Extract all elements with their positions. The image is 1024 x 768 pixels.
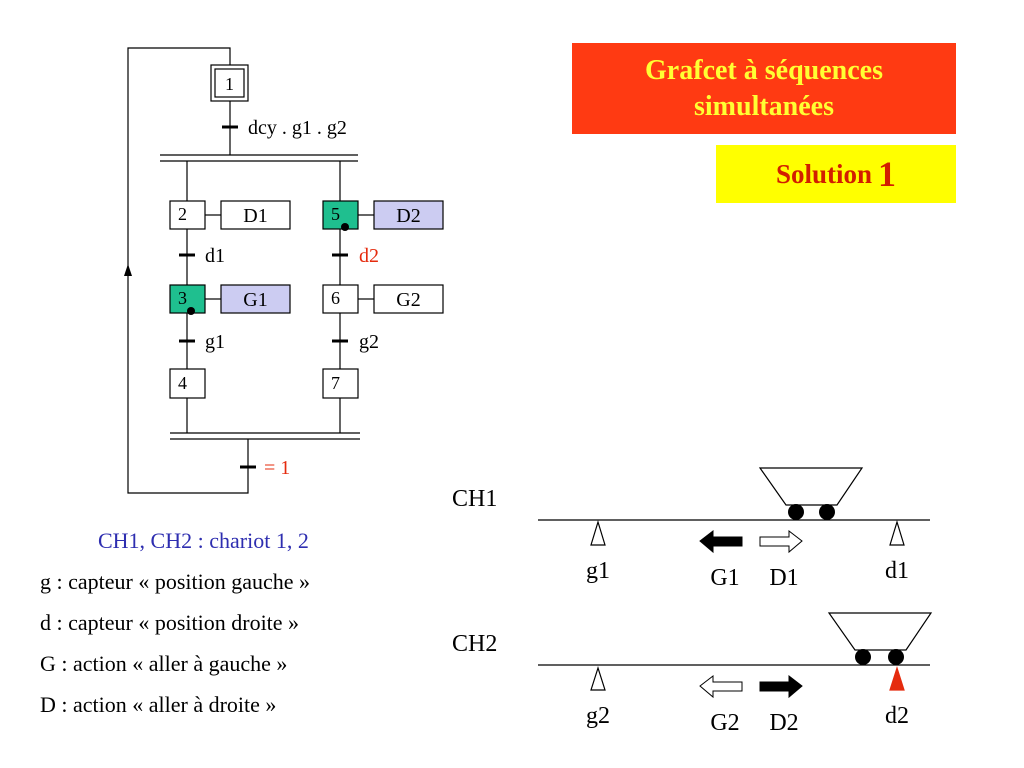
step-box-5 <box>322 200 359 230</box>
sensor-g1-label: g1 <box>586 558 610 584</box>
chariot-1-wheel-right <box>819 504 835 520</box>
action-label-G2: G2 <box>396 289 420 311</box>
transition-g2-label: g2 <box>359 331 379 353</box>
action-box-D2 <box>373 200 444 230</box>
sensor-d1-label: d1 <box>885 558 909 584</box>
legend-line-d: d : capteur « position droite » <box>40 610 300 635</box>
step-label-4: 4 <box>178 373 187 393</box>
step-box-3 <box>169 284 206 314</box>
chariot-2-wheel-right <box>888 649 904 665</box>
chariot-2-wheel-left <box>855 649 871 665</box>
step-label-5: 5 <box>331 204 340 224</box>
active-token-step-3 <box>187 307 195 315</box>
transition-final-label: = 1 <box>264 457 290 479</box>
track-ch2: CH2 g2 d2 G2 D2 <box>452 612 933 736</box>
transition-d2-label: d2 <box>359 245 379 267</box>
transition-g1-label: g1 <box>205 331 225 353</box>
active-token-step-5 <box>341 223 349 231</box>
step-box-7 <box>322 368 359 399</box>
action-arrow-D2-label: D2 <box>769 710 798 736</box>
chariot-1-body <box>758 467 864 506</box>
legend-line-G: G : action « aller à gauche » <box>40 651 288 676</box>
step-label-2: 2 <box>178 204 187 224</box>
action-arrow-G2-label: G2 <box>710 710 739 736</box>
legend-line-D: D : action « aller à droite » <box>40 692 277 717</box>
chariot-1-wheel-left <box>788 504 804 520</box>
steps <box>169 200 359 399</box>
action-box-G2 <box>373 284 444 314</box>
sensor-d1-icon <box>889 519 905 546</box>
track-ch1: CH1 g1 d1 G1 D1 <box>452 467 930 591</box>
sensor-g1-icon <box>590 519 606 546</box>
step-label-7: 7 <box>331 373 340 393</box>
solution-label: Solution <box>775 158 873 189</box>
step-label-6: 6 <box>331 288 340 308</box>
chariot-2-body <box>827 612 933 651</box>
solution-banner: Solution 1 <box>716 145 956 203</box>
sensor-d2-label: d2 <box>885 703 909 729</box>
legend-line-g: g : capteur « position gauche » <box>40 569 311 594</box>
action-box-G1 <box>220 284 291 314</box>
step-labels: 2 3 4 5 6 7 <box>178 204 340 393</box>
arrow-left-icon <box>699 674 743 699</box>
transition-init-label: dcy . g1 . g2 <box>248 117 347 139</box>
arrow-left-icon <box>699 529 743 554</box>
title-banner: Grafcet à séquences simultanées <box>572 43 956 134</box>
step-box-4 <box>169 368 206 399</box>
action-arrow-G1-label: G1 <box>710 565 739 591</box>
solution-number: 1 <box>878 154 897 194</box>
initial-step-inner <box>214 68 245 98</box>
action-label-D1: D1 <box>243 205 267 227</box>
track-ch2-name: CH2 <box>452 631 497 657</box>
legend-title: CH1, CH2 : chariot 1, 2 <box>98 528 309 553</box>
action-box-D1 <box>220 200 291 230</box>
transition-labels: dcy . g1 . g2 d1 g1 d2 g2 = 1 <box>205 117 379 479</box>
step-box-2 <box>169 200 206 230</box>
action-label-D2: D2 <box>396 205 420 227</box>
transition-d1-label: d1 <box>205 245 225 267</box>
action-labels: D1 G1 D2 G2 <box>243 205 420 311</box>
sensor-g2-icon <box>590 666 606 691</box>
arrow-right-icon <box>759 674 803 699</box>
sensor-g2-label: g2 <box>586 703 610 729</box>
track-ch1-name: CH1 <box>452 486 497 512</box>
sensor-d2-icon <box>889 666 905 691</box>
step-label-3: 3 <box>178 288 187 308</box>
action-arrow-D1-label: D1 <box>769 565 798 591</box>
loop-arrow-icon <box>124 264 132 276</box>
arrow-right-icon <box>759 529 803 554</box>
action-label-G1: G1 <box>243 289 267 311</box>
step-box-6 <box>322 284 359 314</box>
transition-ticks <box>179 125 348 469</box>
actions <box>220 200 444 314</box>
step-label-1: 1 <box>225 74 234 94</box>
grafcet-links <box>127 47 374 494</box>
title-text: Grafcet à séquences simultanées <box>645 54 883 122</box>
